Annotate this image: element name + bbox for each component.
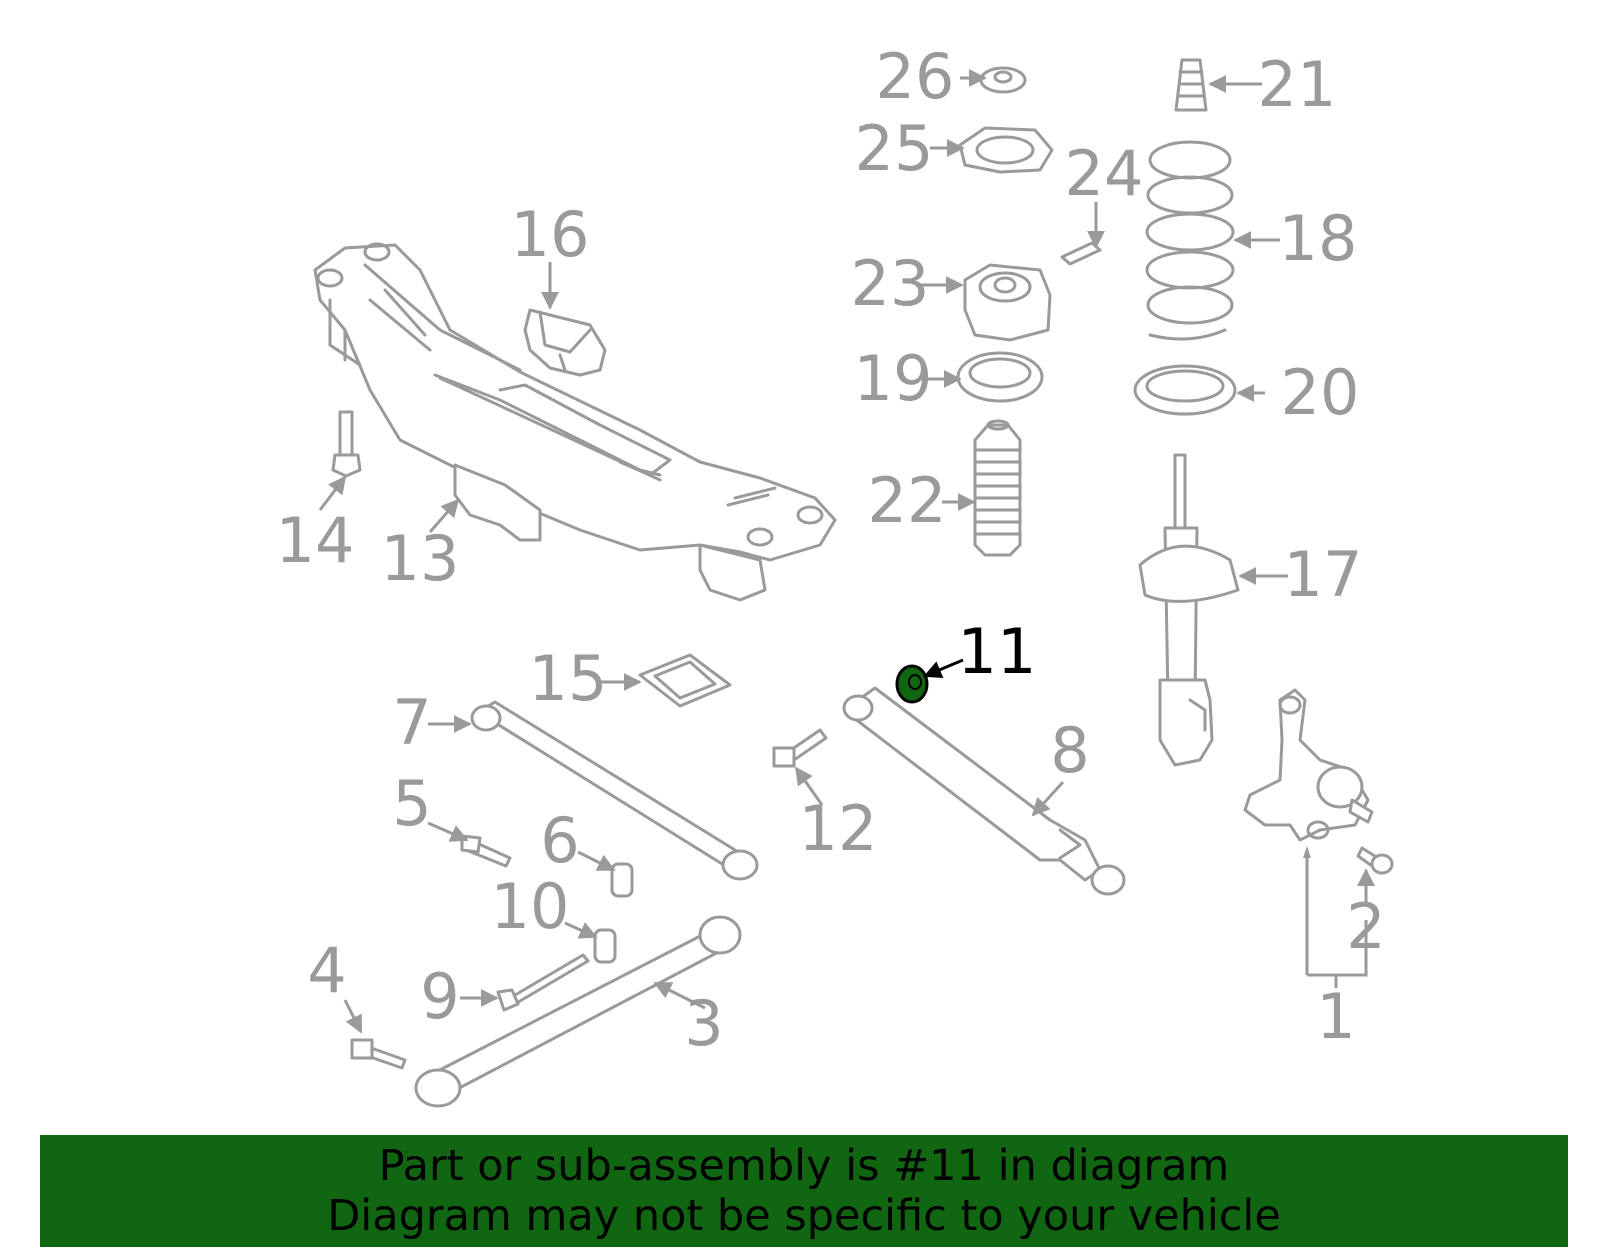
- callout-13[interactable]: 13: [381, 522, 460, 595]
- callout-22[interactable]: 22: [868, 464, 947, 537]
- callout-7[interactable]: 7: [392, 686, 431, 759]
- callout-8[interactable]: 8: [1050, 714, 1089, 787]
- callout-5[interactable]: 5: [392, 767, 431, 840]
- callout-15[interactable]: 15: [529, 642, 608, 715]
- banner-line-2: Diagram may not be specific to your vehi…: [327, 1191, 1281, 1241]
- callout-26[interactable]: 26: [876, 40, 955, 113]
- pad-15-part: [638, 653, 732, 708]
- bushing-11-part: [895, 664, 929, 704]
- lower-arm-3-part: [414, 915, 742, 1108]
- callout-6[interactable]: 6: [540, 804, 579, 877]
- callout-24[interactable]: 24: [1065, 137, 1144, 210]
- dust-boot-22-part: [973, 419, 1022, 557]
- callout-21[interactable]: 21: [1258, 48, 1337, 121]
- callout-11[interactable]: 11: [958, 615, 1037, 688]
- bolt-4-part: [350, 1038, 407, 1070]
- leader-lines: [318, 69, 1375, 1034]
- seat-19-part: [956, 351, 1044, 403]
- seat-25-part: [958, 126, 1054, 174]
- callout-12[interactable]: 12: [799, 792, 878, 865]
- washer-26-part: [979, 66, 1027, 94]
- callout-9[interactable]: 9: [420, 960, 459, 1033]
- crossmember-part: [313, 242, 837, 602]
- washer-10-part: [593, 928, 617, 964]
- trailing-arm-8-part: [842, 686, 1126, 896]
- callout-2[interactable]: 2: [1346, 890, 1385, 963]
- callout-14[interactable]: 14: [276, 504, 355, 577]
- washer-6-part: [610, 862, 634, 898]
- callout-25[interactable]: 25: [855, 112, 934, 185]
- callout-23[interactable]: 23: [851, 247, 930, 320]
- callout-16[interactable]: 16: [511, 198, 590, 271]
- callout-3[interactable]: 3: [684, 987, 723, 1060]
- callout-labels: 1 2 3 4 5 6 7 8 9 10 11 12 13 14 15 16 1…: [276, 40, 1386, 1060]
- banner-line-1: Part or sub-assembly is #11 in diagram: [378, 1141, 1230, 1191]
- callout-18[interactable]: 18: [1279, 202, 1358, 275]
- bolt-14-part: [331, 410, 362, 478]
- knuckle-1-part: [1243, 688, 1374, 842]
- strut-17-part: [1138, 453, 1240, 767]
- callout-17[interactable]: 17: [1284, 538, 1363, 611]
- bolt-2-part: [1356, 846, 1394, 875]
- coil-spring-18-part: [1145, 140, 1235, 341]
- lateral-link-7-part: [470, 700, 759, 881]
- bump-stop-21-part: [1174, 58, 1208, 112]
- callout-1[interactable]: 1: [1316, 980, 1355, 1053]
- callout-19[interactable]: 19: [854, 342, 933, 415]
- bolt-9-part: [496, 953, 590, 1012]
- mount-bracket-part: [523, 308, 607, 377]
- bolt-12-part: [772, 728, 828, 768]
- callout-20[interactable]: 20: [1281, 356, 1360, 429]
- callout-4[interactable]: 4: [307, 934, 346, 1007]
- clip-24-part: [1060, 241, 1102, 266]
- info-banner: Part or sub-assembly is #11 in diagram D…: [40, 1135, 1568, 1247]
- bolt-5-part: [460, 834, 512, 868]
- insulator-20-part: [1133, 364, 1237, 416]
- strut-mount-23-part: [963, 263, 1052, 342]
- callout-10[interactable]: 10: [491, 870, 570, 943]
